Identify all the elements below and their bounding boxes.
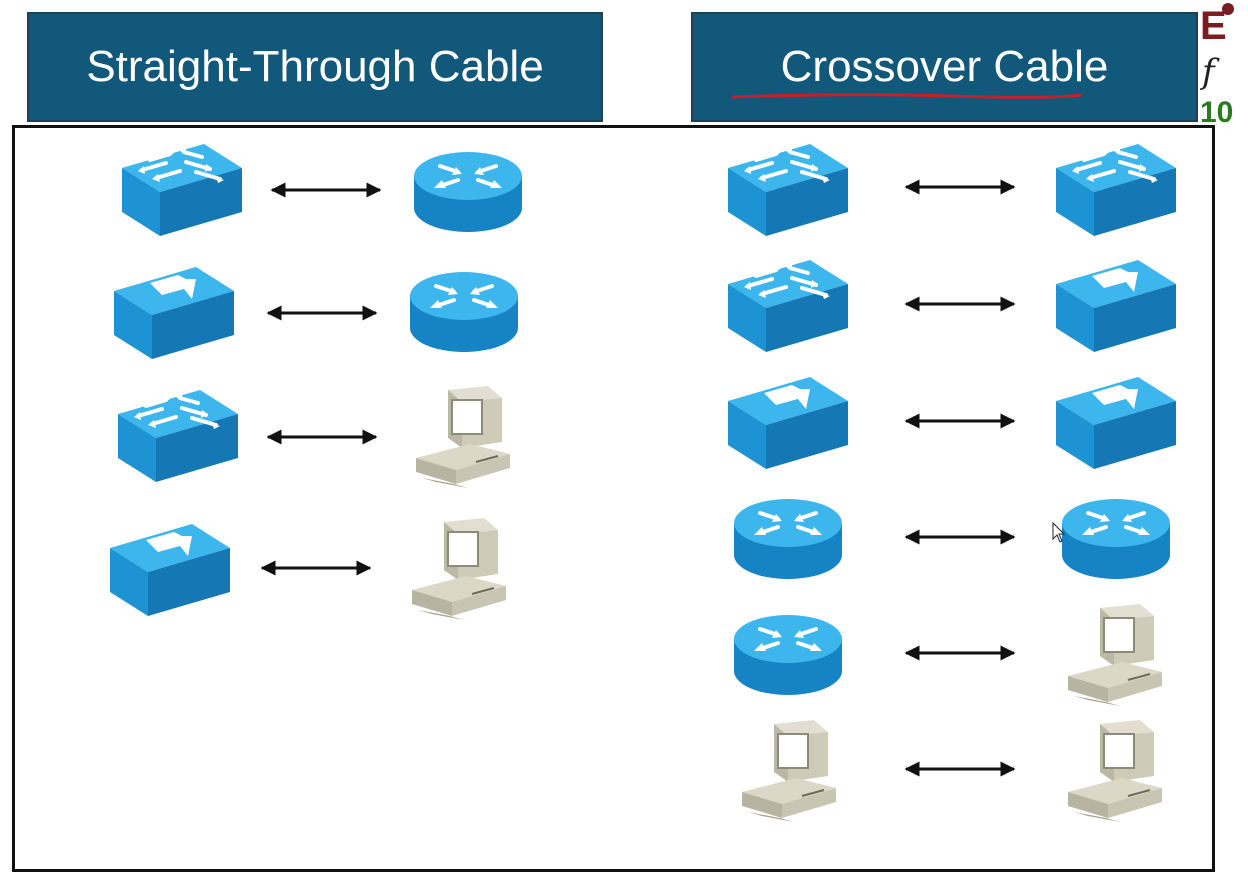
switch-icon: [116, 388, 240, 484]
workstation-icon: [410, 516, 510, 620]
logo-dots-icon: [1222, 3, 1234, 15]
cable-arrow: [266, 429, 378, 445]
cable-arrow: [904, 179, 1016, 195]
router-icon: [408, 270, 520, 354]
multilayer-switch-icon: [112, 265, 236, 361]
switch-icon: [726, 142, 850, 238]
logo-letter: E: [1200, 4, 1227, 48]
mouse-cursor-icon: [1052, 521, 1066, 543]
cable-arrow: [904, 645, 1016, 661]
cable-arrow: [904, 761, 1016, 777]
logo-script: f: [1202, 52, 1215, 92]
cable-arrow: [904, 413, 1016, 429]
workstation-icon: [1066, 718, 1166, 822]
red-underline-mark: [731, 93, 1083, 99]
multilayer-switch-icon: [108, 522, 232, 618]
cable-arrow: [904, 529, 1016, 545]
multilayer-switch-icon: [726, 375, 850, 471]
logo-fragment: E f 10: [1198, 0, 1234, 130]
router-icon: [732, 497, 844, 581]
straight-through-title: Straight-Through Cable: [86, 42, 544, 91]
switch-icon: [120, 142, 244, 238]
router-icon: [1060, 497, 1172, 581]
cable-arrow: [266, 305, 378, 321]
router-icon: [412, 150, 524, 234]
cable-arrow: [270, 182, 382, 198]
crossover-title: Crossover Cable: [780, 42, 1109, 91]
logo-digits: 10: [1200, 96, 1234, 129]
content-frame: [12, 125, 1215, 872]
crossover-header: Crossover Cable: [691, 12, 1198, 122]
switch-icon: [1054, 142, 1178, 238]
workstation-icon: [1066, 602, 1166, 706]
multilayer-switch-icon: [1054, 258, 1178, 354]
straight-through-header: Straight-Through Cable: [27, 12, 603, 122]
router-icon: [732, 613, 844, 697]
cable-arrow: [260, 560, 372, 576]
workstation-icon: [414, 384, 514, 488]
switch-icon: [726, 258, 850, 354]
cable-arrow: [904, 296, 1016, 312]
workstation-icon: [740, 718, 840, 822]
multilayer-switch-icon: [1054, 375, 1178, 471]
